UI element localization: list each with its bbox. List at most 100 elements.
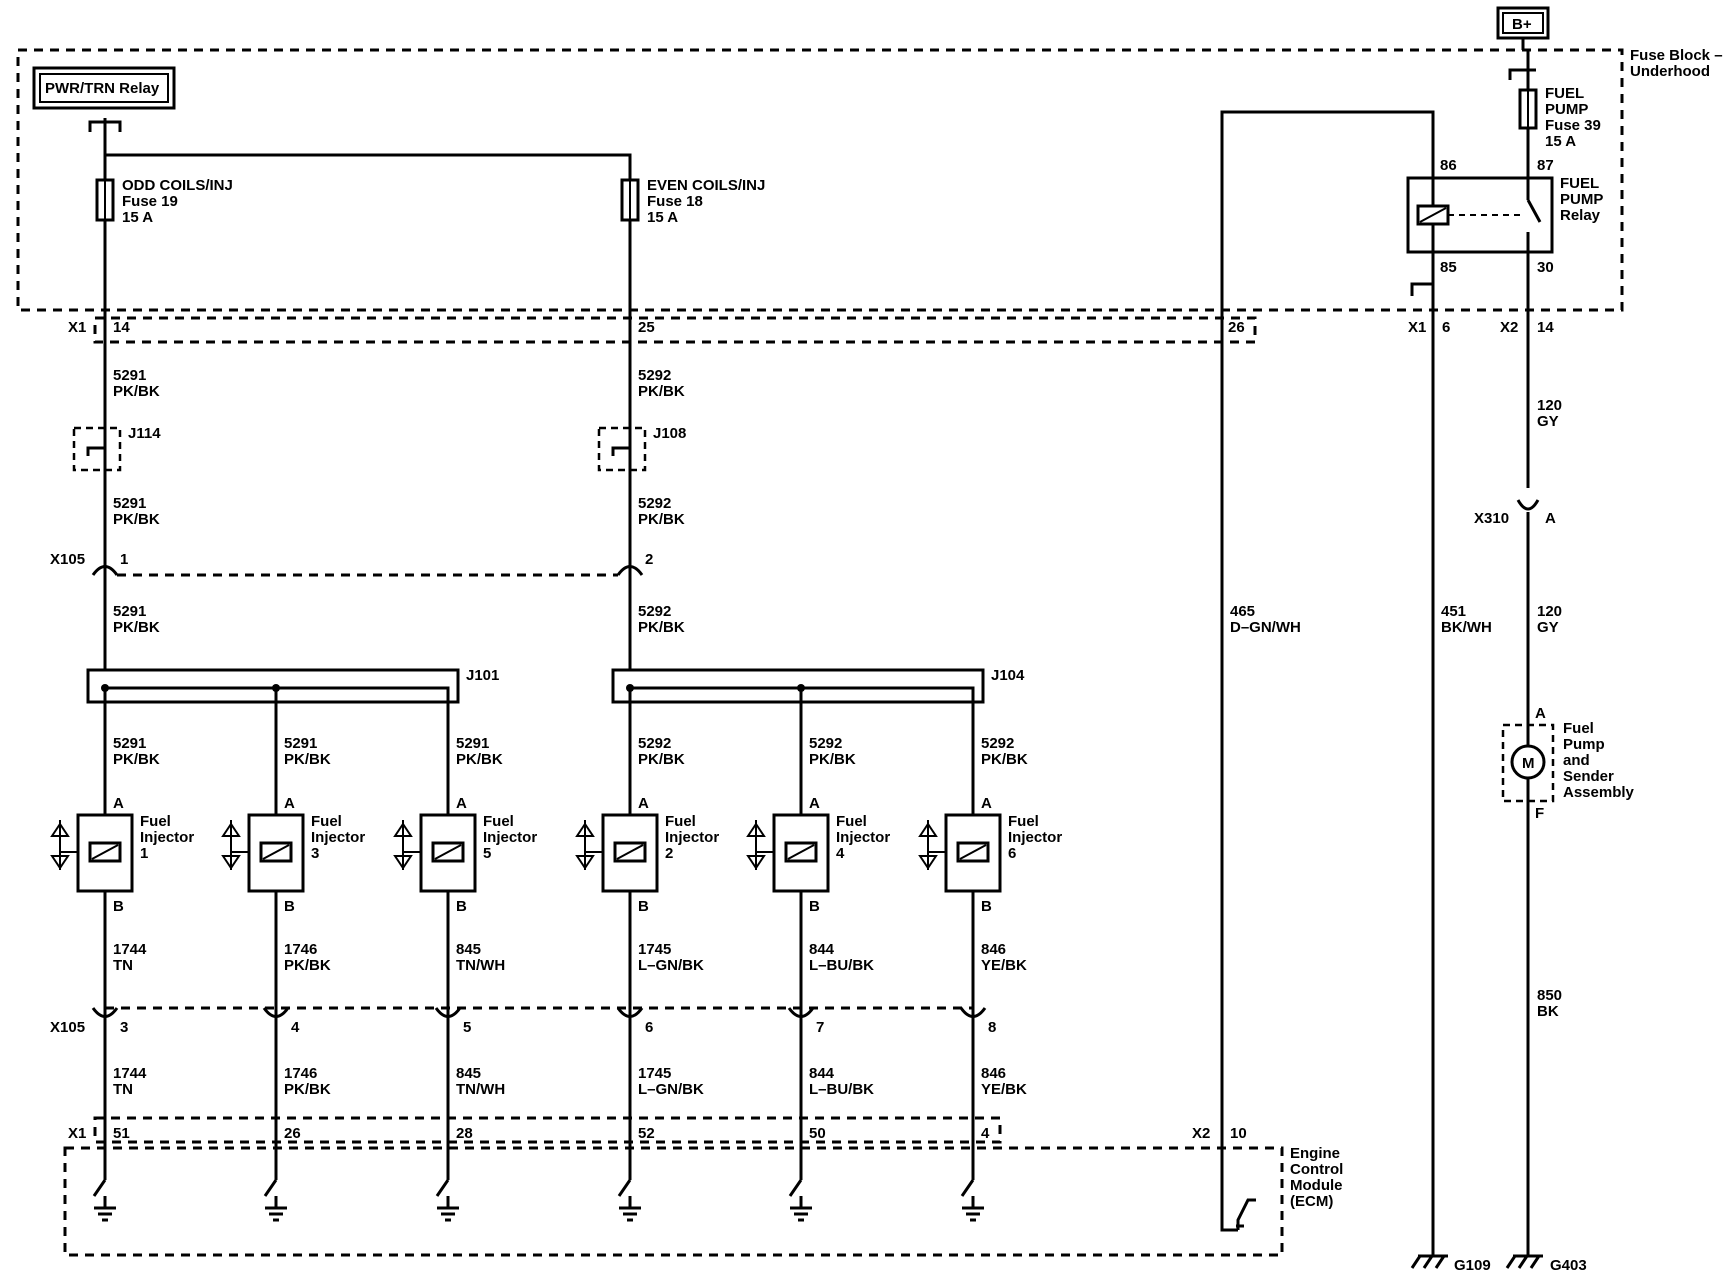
relay-label-2: PUMP (1560, 191, 1603, 208)
fuse-18-number: Fuse 18 (647, 193, 703, 210)
fuel-injector-4: A B Fuel Injector 4 (746, 795, 890, 915)
wire-844-num: 844 (809, 941, 835, 958)
svg-text:6: 6 (1008, 845, 1016, 862)
svg-text:B: B (981, 898, 992, 915)
x105-pin-6-symbol (616, 1007, 644, 1018)
x105-pin-8-symbol (959, 1007, 987, 1018)
inj5-feed-num: 5291 (456, 735, 489, 752)
pump-label-4: Sender (1563, 768, 1614, 785)
wire-1744-color: TN (113, 957, 133, 974)
j114-terminal (86, 446, 105, 456)
svg-text:Fuel: Fuel (836, 813, 867, 830)
wire-5291-num-2: 5291 (113, 495, 146, 512)
ecm-x2-pin-10: 10 (1230, 1125, 1247, 1142)
wire-465-color: D–GN/WH (1230, 619, 1301, 636)
j104-splice-pack (611, 668, 985, 704)
j101-splice-pack (86, 668, 460, 704)
wire-120-num-1: 120 (1537, 397, 1562, 414)
fuse-18-label: EVEN COILS/INJ (647, 177, 765, 194)
wire-5291-color-3: PK/BK (113, 619, 160, 636)
svg-text:Injector: Injector (1008, 829, 1062, 846)
j108-splice-box (597, 426, 647, 472)
ecm-driver-6 (960, 1179, 984, 1222)
svg-text:Injector: Injector (311, 829, 365, 846)
ground-g403-label: G403 (1550, 1257, 1587, 1274)
wire-1746-num: 1746 (284, 941, 317, 958)
svg-text:5: 5 (483, 845, 491, 862)
x105-pin-2-symbol (616, 565, 644, 576)
svg-text:B: B (638, 898, 649, 915)
x310-label: X310 (1474, 510, 1509, 527)
inj2-feed-num: 5292 (638, 735, 671, 752)
svg-text:Fuel: Fuel (311, 813, 342, 830)
fuel-injector-1: A B Fuel Injector 1 (50, 795, 194, 915)
j114-splice-box (72, 426, 122, 472)
x105-pin-5: 5 (463, 1019, 471, 1036)
x310-pin-a: A (1545, 510, 1556, 527)
svg-text:A: A (284, 795, 295, 812)
svg-text:Fuel: Fuel (1008, 813, 1039, 830)
x105-pin-5-symbol (434, 1007, 462, 1018)
wire-845-color: TN/WH (456, 957, 505, 974)
wire-844-color: L–BU/BK (809, 957, 874, 974)
wire-844-color-2: L–BU/BK (809, 1081, 874, 1098)
x105-label-lower: X105 (50, 1019, 85, 1036)
j108-label: J108 (653, 425, 686, 442)
wire-451-color: BK/WH (1441, 619, 1492, 636)
ecm-x1-pin-50: 50 (809, 1125, 826, 1142)
svg-text:Fuel: Fuel (140, 813, 171, 830)
svg-text:3: 3 (311, 845, 319, 862)
pump-label-3: and (1563, 752, 1590, 769)
wire-5291-num-3: 5291 (113, 603, 146, 620)
relay-switch-contact (1526, 178, 1542, 252)
x1-pin-14: 14 (113, 319, 130, 336)
x105-pin-7: 7 (816, 1019, 824, 1036)
inj3-feed-num: 5291 (284, 735, 317, 752)
wire-1744-color-2: TN (113, 1081, 133, 1098)
wire-850-num: 850 (1537, 987, 1562, 1004)
pwr-trn-relay-label: PWR/TRN Relay (45, 80, 160, 97)
x105-pin-2: 2 (645, 551, 653, 568)
x310-symbol (1516, 499, 1540, 511)
ecm-label-4: (ECM) (1290, 1193, 1333, 1210)
x105-pin-6: 6 (645, 1019, 653, 1036)
svg-text:Injector: Injector (483, 829, 537, 846)
relay-85-terminal (1410, 282, 1433, 296)
wire-451-num: 451 (1441, 603, 1466, 620)
fuel-injector-3: A B Fuel Injector 3 (221, 795, 365, 915)
wire-1744-num: 1744 (113, 941, 147, 958)
svg-text:Injector: Injector (836, 829, 890, 846)
svg-text:A: A (113, 795, 124, 812)
fuse-39-rating: 15 A (1545, 133, 1576, 150)
svg-text:1: 1 (140, 845, 148, 862)
j101-bus (105, 686, 450, 702)
wire-846-color-2: YE/BK (981, 1081, 1027, 1098)
fuse-block-outline (16, 48, 1624, 312)
relay-pin-85: 85 (1440, 259, 1457, 276)
svg-text:4: 4 (836, 845, 845, 862)
ecm-driver-4 (788, 1179, 812, 1222)
svg-text:A: A (638, 795, 649, 812)
relay-pin-30: 30 (1537, 259, 1554, 276)
svg-text:2: 2 (665, 845, 673, 862)
ecm-x1-pin-4: 4 (981, 1125, 990, 1142)
inj2-feed-color: PK/BK (638, 751, 685, 768)
fuse-19-number: Fuse 19 (122, 193, 178, 210)
wire-850-color: BK (1537, 1003, 1559, 1020)
inj4-feed-color: PK/BK (809, 751, 856, 768)
x105-pin-3: 3 (120, 1019, 128, 1036)
wire-5291-color-1: PK/BK (113, 383, 160, 400)
pwr-trn-relay-inner (39, 73, 169, 103)
ecm-relay-control-switch (1236, 1198, 1256, 1230)
relay-label-1: FUEL (1560, 175, 1599, 192)
ecm-x1-pin-28: 28 (456, 1125, 473, 1142)
relay-coil-slash (1419, 207, 1447, 223)
x105-pin-1: 1 (120, 551, 128, 568)
svg-text:Fuel: Fuel (665, 813, 696, 830)
ecm-x1-pin-26: 26 (284, 1125, 301, 1142)
fuse-block-label: Fuse Block – (1630, 47, 1723, 64)
inj6-feed-num: 5292 (981, 735, 1014, 752)
fuse-block-label-2: Underhood (1630, 63, 1710, 80)
x105-pin-3-symbol (91, 1007, 119, 1018)
wire-1745-num: 1745 (638, 941, 671, 958)
